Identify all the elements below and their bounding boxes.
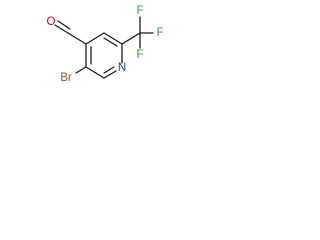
- atom-label-bromine: Br: [60, 72, 72, 84]
- atom-label-oxygen: O: [47, 16, 56, 28]
- bond-c4-cho: [67, 32, 87, 45]
- bond-n1-c6-inner: [103, 66, 115, 74]
- atom-label-fluorine-right: F: [156, 27, 163, 39]
- bond-c2-cf3: [121, 32, 141, 45]
- bond-c3-c2: [103, 32, 123, 45]
- atom-label-fluorine-bottom: F: [136, 49, 143, 61]
- atom-label-nitrogen: N: [118, 62, 126, 74]
- bond-n1-c6: [103, 70, 117, 79]
- bond-cho-o-double: [57, 20, 71, 30]
- bond-c5-br: [75, 66, 87, 74]
- atom-label-fluorine-top: F: [136, 5, 143, 17]
- molecule-structure: O Br N F F F: [47, 5, 164, 84]
- bond-c6-c5: [85, 66, 105, 79]
- bond-c4-c3: [85, 32, 105, 45]
- bond-cho-o: [54, 24, 69, 34]
- bond-c3-c2-inner: [103, 37, 118, 47]
